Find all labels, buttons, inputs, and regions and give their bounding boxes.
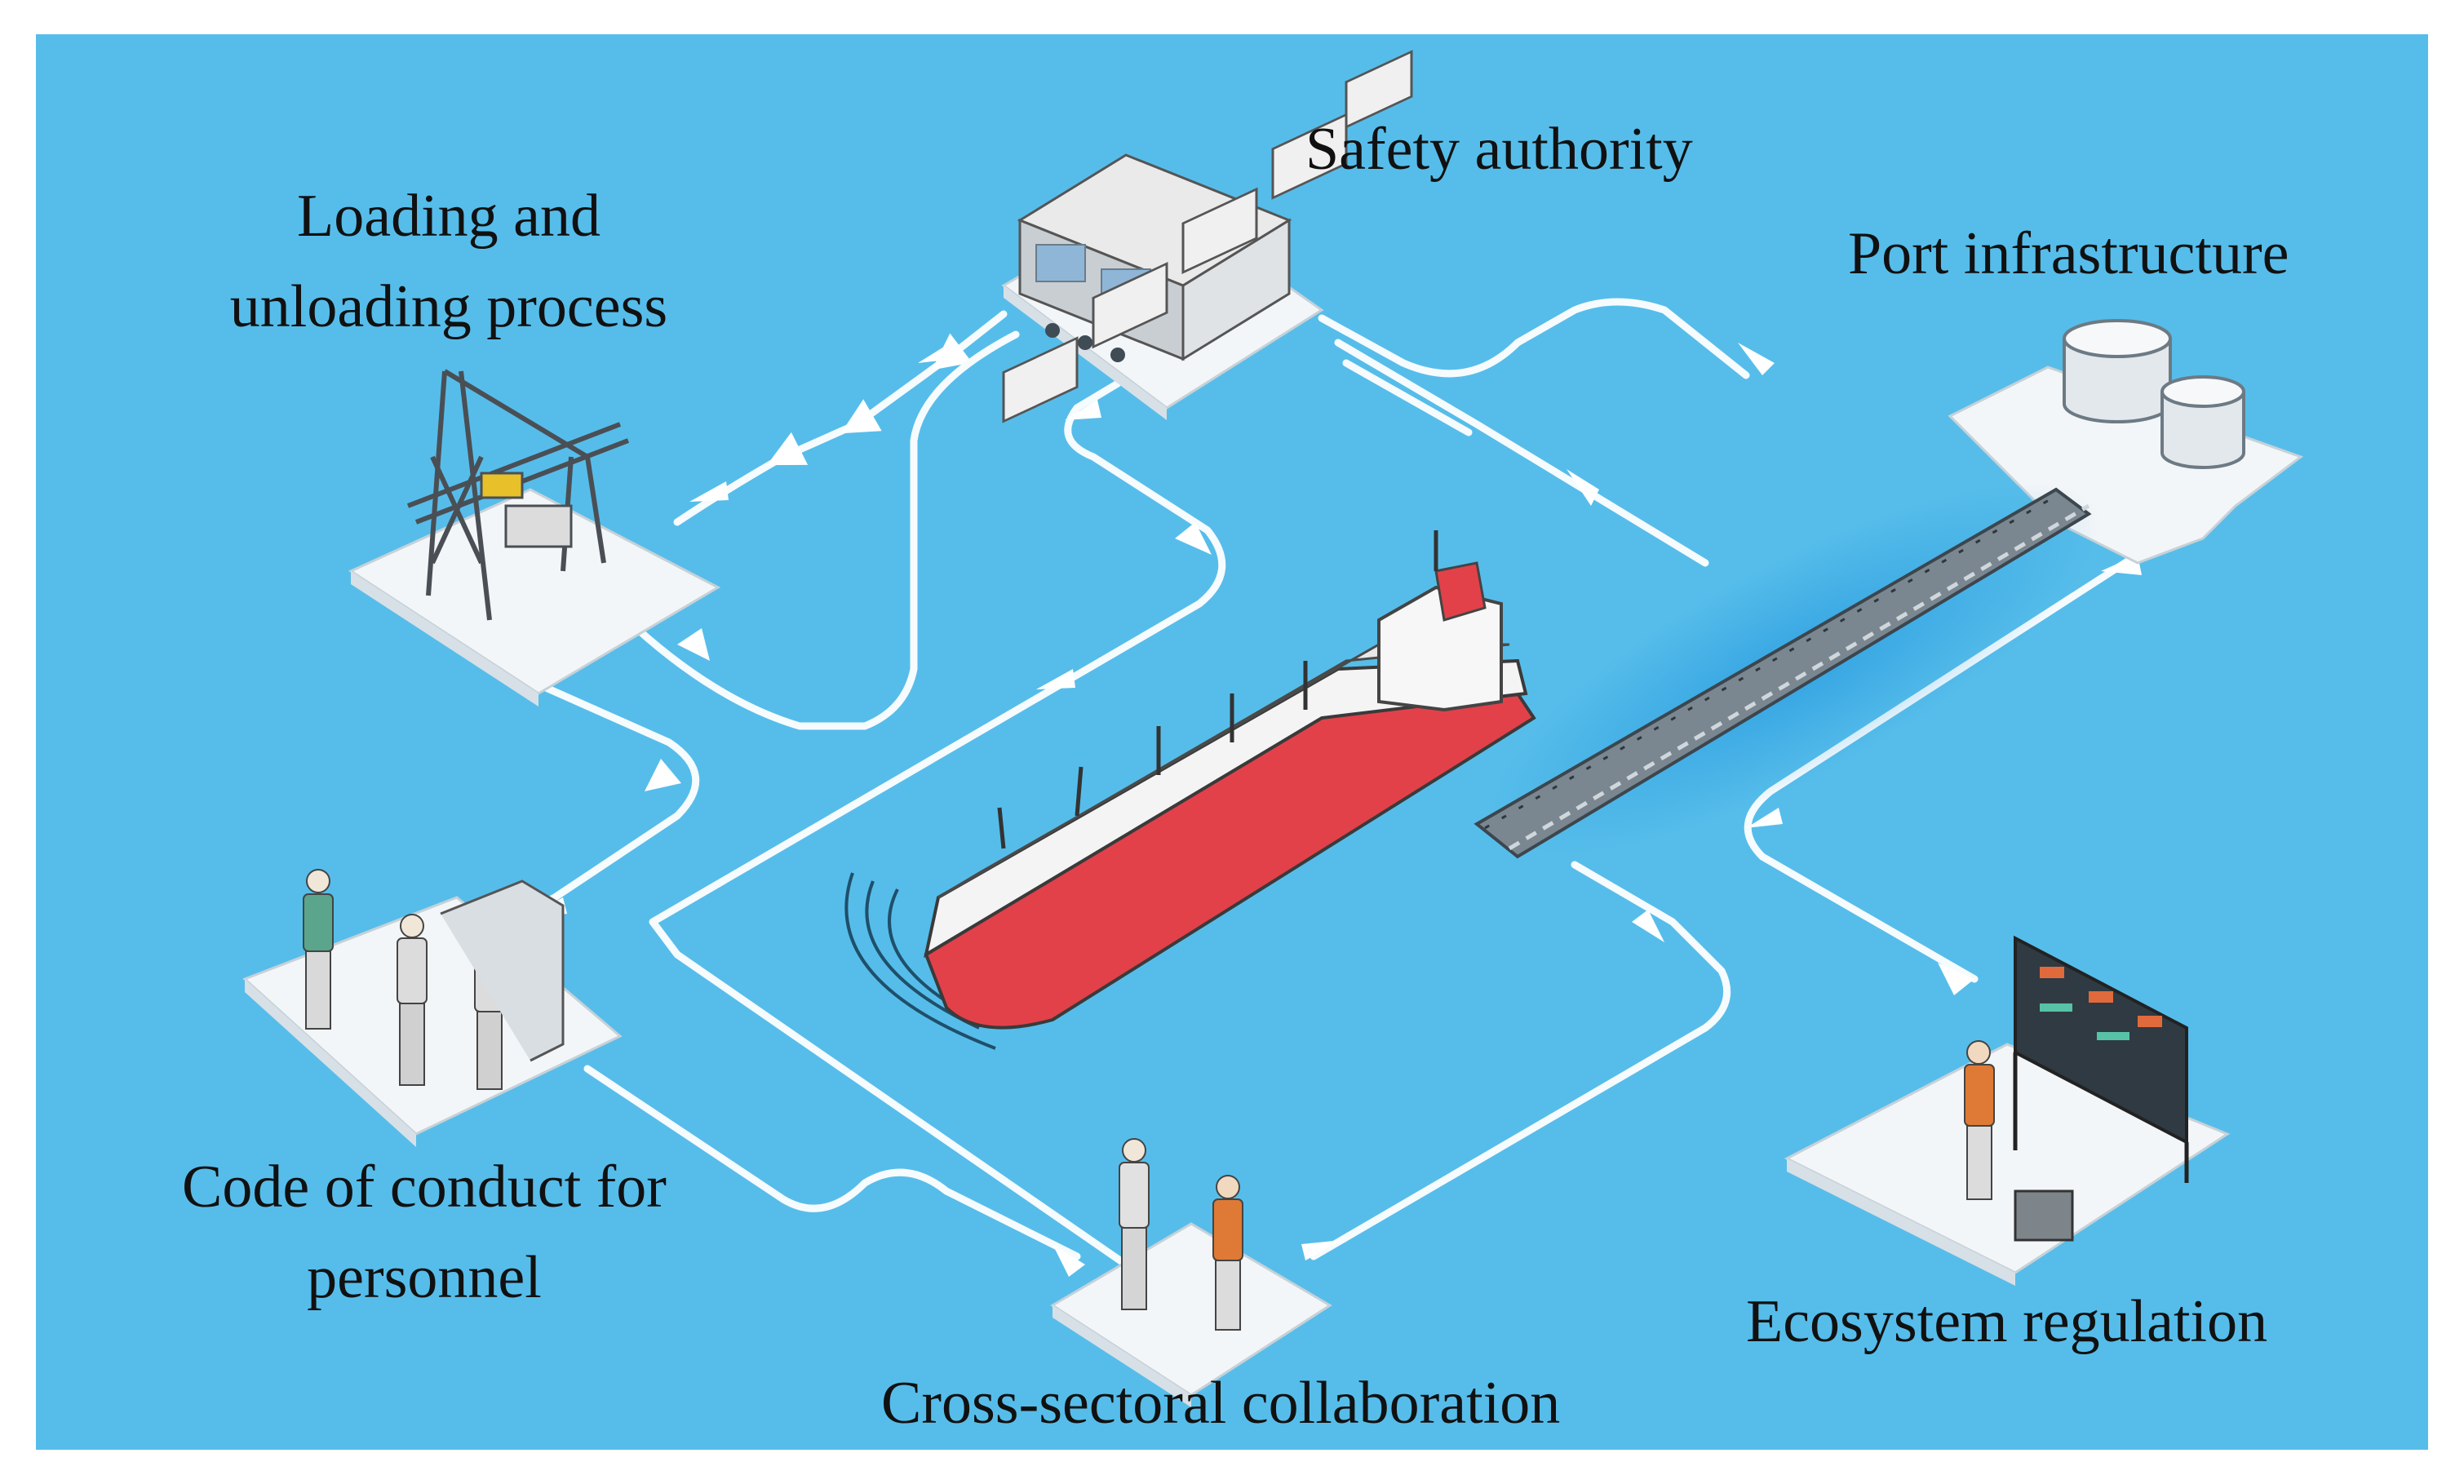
connector-safety-to-bridge bbox=[1334, 339, 1709, 567]
worker-icon bbox=[303, 869, 334, 1030]
arrow-head bbox=[1175, 522, 1212, 555]
label-code-of-conduct: Code of conduct for personnel bbox=[163, 1142, 685, 1323]
gantry-crane-icon bbox=[406, 369, 630, 621]
arrow-head bbox=[1065, 400, 1101, 420]
arrow-head bbox=[1036, 669, 1075, 689]
connector-bridge-to-cross bbox=[1310, 861, 1731, 1260]
arrow-head bbox=[1938, 963, 1974, 995]
connector-safety-loop bbox=[632, 330, 1020, 730]
label-line: personnel bbox=[307, 1244, 542, 1311]
wake-line bbox=[865, 880, 980, 1030]
ship-bridge bbox=[1377, 585, 1503, 712]
label-port-infrastructure: Port infrastructure bbox=[1848, 220, 2289, 287]
arrow-head bbox=[918, 343, 955, 363]
code-of-conduct-group bbox=[303, 869, 565, 1090]
connector-loading-to-code bbox=[518, 673, 700, 918]
arrow-head bbox=[689, 481, 729, 502]
arrow-head bbox=[1738, 343, 1775, 375]
arrow-head bbox=[1301, 1240, 1342, 1260]
worker-icon bbox=[1964, 1040, 1995, 1200]
cross-sectoral-group bbox=[1119, 1138, 1243, 1331]
label-line: Code of conduct for bbox=[182, 1154, 667, 1220]
flow-arrows bbox=[526, 343, 2142, 1277]
cargo-ship-icon bbox=[844, 50, 1536, 1050]
arrow-head bbox=[677, 628, 710, 661]
storage-tank-icon bbox=[2063, 319, 2245, 469]
label-line: unloading process bbox=[229, 273, 668, 340]
label-cross-sectoral-collaboration: Cross-sectoral collaboration bbox=[881, 1370, 1561, 1437]
arrow-head bbox=[1746, 808, 1783, 828]
ship-funnel bbox=[1434, 561, 1487, 622]
platform-edges bbox=[245, 286, 2015, 1407]
arrow-head bbox=[645, 759, 681, 791]
equipment-box bbox=[2014, 1189, 2074, 1242]
connector-short-stub bbox=[1342, 359, 1473, 436]
arrow-head bbox=[1053, 1244, 1085, 1277]
arrow-head bbox=[1632, 910, 1664, 942]
connector-safety-to-port bbox=[1318, 298, 1750, 379]
wake-line bbox=[844, 872, 996, 1050]
worker-icon bbox=[1119, 1138, 1150, 1310]
label-safety-authority: Safety authority bbox=[1305, 116, 1693, 183]
arrow-head bbox=[1567, 469, 1599, 506]
conveyor-icon bbox=[1474, 482, 2102, 859]
worker-icon bbox=[397, 914, 428, 1086]
worker-icon bbox=[1212, 1175, 1243, 1331]
label-ecosystem-regulation: Ecosystem regulation bbox=[1746, 1288, 2268, 1355]
monitoring-screen-icon bbox=[1964, 935, 2189, 1242]
connector-safety-to-code bbox=[649, 379, 1226, 1269]
connector-code-to-cross bbox=[583, 1065, 1081, 1260]
label-line: Loading and bbox=[297, 183, 600, 250]
label-loading-unloading: Loading and unloading process bbox=[196, 171, 702, 352]
connector-safety-to-loading bbox=[673, 310, 1008, 526]
